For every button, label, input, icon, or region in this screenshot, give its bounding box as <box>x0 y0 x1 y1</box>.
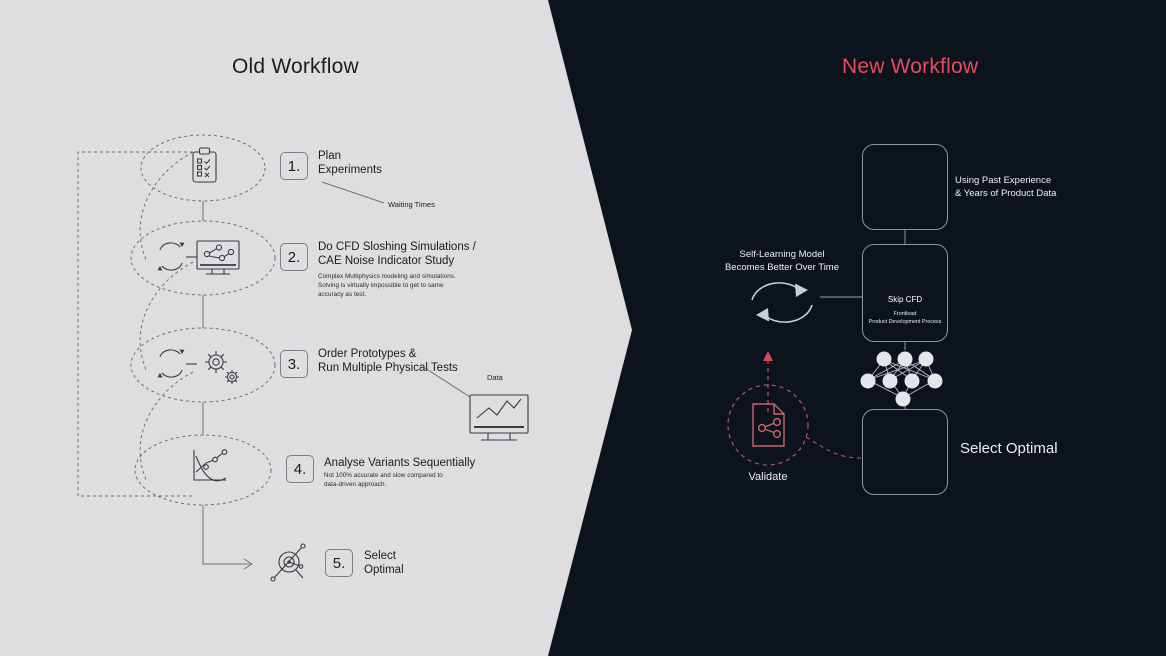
skip-cfd-card[interactable]: Skip CFD Frontload Product Development P… <box>862 244 948 342</box>
new-workflow-title: New Workflow <box>842 55 979 78</box>
step-2-title: Do CFD Sloshing Simulations / CAE Noise … <box>318 241 476 268</box>
neural-network-icon <box>860 351 943 407</box>
step-4-title: Analyse Variants Sequentially <box>324 457 476 469</box>
document-share-icon <box>752 403 785 447</box>
select-optimal-card[interactable] <box>862 409 948 495</box>
step-5-number: 5. <box>325 549 353 577</box>
step-5-title: Select Optimal <box>364 550 404 577</box>
select-optimal-label: Select Optimal <box>960 440 1058 457</box>
step-1-title: Plan Experiments <box>318 150 382 177</box>
waiting-times-annotation: Waiting Times <box>388 200 435 209</box>
skip-cfd-title: Skip CFD <box>887 295 923 304</box>
past-experience-card[interactable] <box>862 144 948 230</box>
step-2-number: 2. <box>280 243 308 271</box>
step-3-number: 3. <box>280 350 308 378</box>
step-3-title: Order Prototypes & Run Multiple Physical… <box>318 348 458 375</box>
validate-label: Validate <box>748 471 788 483</box>
step-4-number: 4. <box>286 455 314 483</box>
past-experience-label: Using Past Experience & Years of Product… <box>955 175 1057 199</box>
step-4-description: Not 100% accurate and slow compared to d… <box>324 472 443 489</box>
skip-cfd-subtitle: Frontload Product Development Process <box>868 311 942 325</box>
self-learning-label: Self-Learning Model Becomes Better Over … <box>724 249 840 273</box>
refresh-loop-icon <box>751 282 813 323</box>
validate-dashed-circle <box>727 384 809 466</box>
step-1-number: 1. <box>280 152 308 180</box>
data-annotation: Data <box>487 373 503 382</box>
old-workflow-title: Old Workflow <box>232 55 359 78</box>
step-2-description: Complex Multiphysics modeling and simula… <box>318 273 456 299</box>
